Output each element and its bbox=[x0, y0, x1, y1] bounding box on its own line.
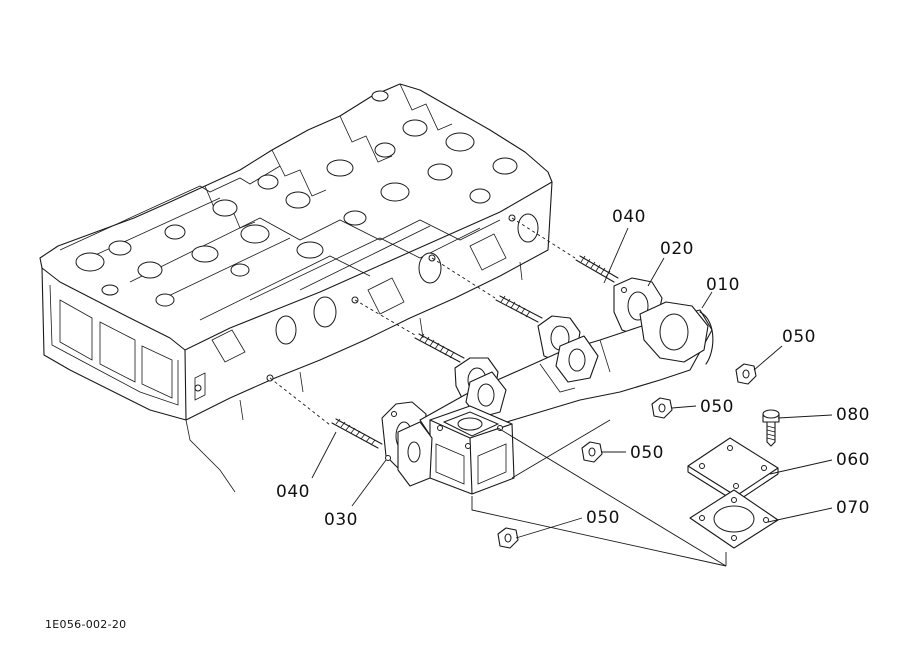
gasket-070 bbox=[689, 489, 779, 549]
stud-center-lines bbox=[269, 217, 576, 426]
nut-050-c bbox=[581, 441, 603, 463]
stud-040-d bbox=[575, 255, 619, 283]
diagram-code: 1E056-002-20 bbox=[45, 618, 126, 631]
callout-030: 030 bbox=[324, 510, 358, 530]
callout-040-top: 040 bbox=[612, 207, 646, 227]
nut-050-d bbox=[497, 527, 519, 549]
stud-040-b bbox=[414, 333, 465, 363]
head-valve-holes bbox=[75, 90, 518, 307]
head-exhaust-ports bbox=[194, 213, 539, 401]
cylinder-head bbox=[39, 83, 553, 493]
stud-040-c bbox=[495, 295, 543, 323]
callout-040-left: 040 bbox=[276, 482, 310, 502]
exhaust-manifold bbox=[397, 301, 727, 567]
nut-050-b bbox=[651, 397, 673, 419]
flange-nuts bbox=[497, 363, 757, 549]
stud-040-a bbox=[331, 418, 383, 449]
stud-bolts bbox=[331, 255, 619, 449]
cover-group bbox=[687, 409, 780, 566]
callout-050-right: 050 bbox=[782, 327, 816, 347]
callout-050-mid: 050 bbox=[700, 397, 734, 417]
callout-leaders bbox=[311, 227, 833, 539]
bolt-080 bbox=[762, 409, 780, 447]
callout-010: 010 bbox=[706, 275, 740, 295]
callout-020: 020 bbox=[660, 239, 694, 259]
callout-050-lower: 050 bbox=[630, 443, 664, 463]
nut-050-a bbox=[735, 363, 757, 385]
callout-080: 080 bbox=[836, 405, 870, 425]
callout-070: 070 bbox=[836, 498, 870, 518]
callout-labels: 040 020 010 050 050 050 050 080 060 070 … bbox=[276, 207, 870, 530]
callout-050-bottom: 050 bbox=[586, 508, 620, 528]
callout-060: 060 bbox=[836, 450, 870, 470]
